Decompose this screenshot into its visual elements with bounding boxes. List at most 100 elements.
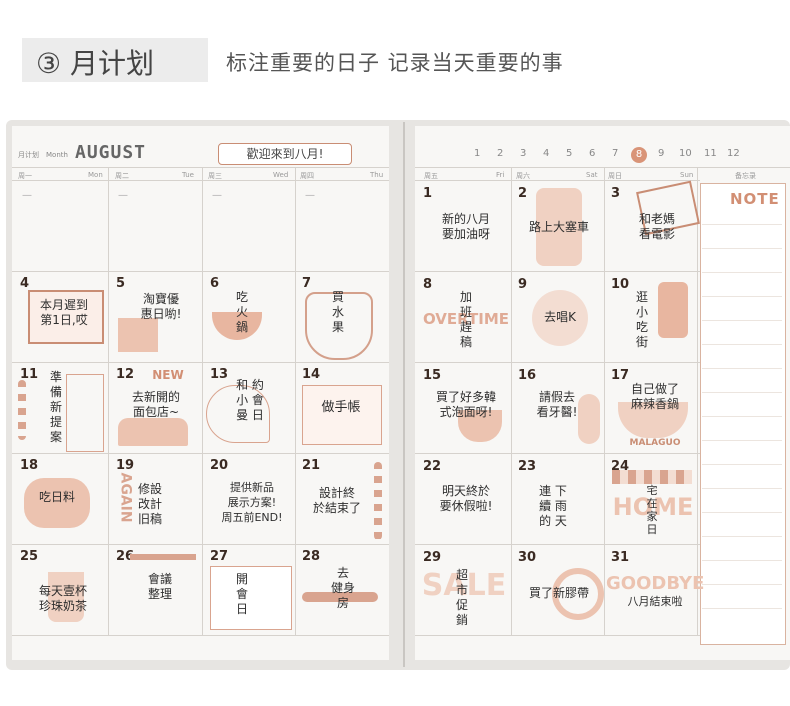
- note-line: [702, 488, 782, 489]
- weekday-sun-en: Sun: [680, 171, 694, 179]
- day-number: 25: [20, 549, 39, 564]
- stripe-deco: [130, 554, 196, 560]
- note-line: [702, 440, 782, 441]
- day-note: 設計終 於結束了: [312, 486, 361, 515]
- month-9[interactable]: 9: [658, 148, 665, 159]
- note-line: [702, 536, 782, 537]
- day-number: 14: [302, 367, 321, 382]
- day-note: 每天壹杯 珍珠奶茶: [38, 584, 87, 613]
- grid-line: [12, 271, 389, 272]
- grid-line: [415, 635, 700, 636]
- grid-line: [12, 544, 389, 545]
- day-note: 做手帳: [321, 400, 361, 415]
- spine: [403, 122, 405, 667]
- month-3[interactable]: 3: [520, 148, 527, 159]
- note-line: [702, 296, 782, 297]
- day-number: 6: [210, 276, 220, 291]
- weekday-fri-en: Fri: [496, 171, 505, 179]
- weekday-sun: 周日: [608, 172, 622, 180]
- day-note: 提供新品 展示方案! 周五前END!: [221, 481, 283, 524]
- empty-dash: —: [212, 190, 222, 201]
- header-band: [22, 38, 208, 82]
- grid-line: [202, 167, 203, 635]
- grid-line: [108, 167, 109, 635]
- weekday-fri: 周五: [424, 172, 438, 180]
- awning-deco: [612, 470, 692, 484]
- day-number: 4: [20, 276, 30, 291]
- month-2[interactable]: 2: [497, 148, 504, 159]
- day-note: 去新開的 面包店~: [131, 390, 180, 419]
- open-book-deco: [302, 385, 382, 445]
- month-12[interactable]: 12: [727, 148, 740, 159]
- disco-ball-deco: [532, 290, 588, 346]
- grid-line: [415, 271, 700, 272]
- day-number: 5: [116, 276, 126, 291]
- month-4[interactable]: 4: [543, 148, 550, 159]
- grid-line: [12, 362, 389, 363]
- milk-tea-deco: [48, 572, 84, 622]
- day-number: 21: [302, 458, 321, 473]
- day-note: 超 市 促 銷: [455, 568, 468, 627]
- month-1[interactable]: 1: [474, 148, 481, 159]
- weekday-sat-en: Sat: [586, 171, 598, 179]
- day-number: 31: [611, 550, 630, 565]
- day-number: 27: [210, 549, 229, 564]
- bread-deco: [118, 418, 188, 446]
- day-note: 會議 整理: [147, 572, 172, 601]
- day-number: 16: [518, 368, 537, 383]
- month-10[interactable]: 10: [679, 148, 692, 159]
- weekday-wed: 周三: [208, 172, 222, 180]
- month-11[interactable]: 11: [704, 148, 717, 159]
- weekday-sat: 周六: [516, 172, 530, 180]
- grid-line: [415, 453, 700, 454]
- day-number: 17: [611, 368, 630, 383]
- day-note: 路上大塞車: [528, 220, 589, 234]
- ring-binder-deco: [18, 380, 26, 440]
- heart-deco: [206, 385, 270, 443]
- grid-line: [604, 167, 605, 635]
- month-5[interactable]: 5: [566, 148, 573, 159]
- grid-line: [12, 635, 389, 636]
- day-note: 新的八月 要加油呀: [441, 212, 490, 241]
- note-line: [702, 248, 782, 249]
- month-plan-label: 月计划: [18, 151, 39, 159]
- day-number: 11: [20, 367, 39, 382]
- day-note: 吃 火 鍋: [235, 290, 248, 334]
- note-line: [702, 320, 782, 321]
- day-number: 26: [116, 549, 135, 564]
- grid-line: [12, 180, 389, 181]
- snack-deco: [658, 282, 688, 338]
- day-number: 13: [210, 367, 229, 382]
- day-number: 23: [518, 459, 537, 474]
- month-8-selected[interactable]: 8: [631, 147, 647, 163]
- day-number: 8: [423, 277, 433, 292]
- noodle-bowl-deco: [458, 410, 502, 442]
- day-note: 去 健身 房: [330, 566, 355, 610]
- malaguo-deco-text: MALAGUO: [629, 438, 681, 448]
- note-line: [702, 272, 782, 273]
- day-number: 18: [20, 458, 39, 473]
- notebook-deco: [66, 374, 104, 452]
- grid-line: [511, 167, 512, 635]
- month-6[interactable]: 6: [589, 148, 596, 159]
- traffic-light-deco: [536, 188, 582, 266]
- calendar-deco: [210, 566, 292, 630]
- grid-line: [295, 167, 296, 635]
- coupon-deco: [118, 318, 158, 352]
- sushi-deco: [24, 478, 90, 528]
- month-7[interactable]: 7: [612, 148, 619, 159]
- grid-line: [415, 180, 700, 181]
- note-line: [702, 224, 782, 225]
- grid-line: [12, 167, 389, 168]
- note-line: [702, 584, 782, 585]
- section-subtitle: 标注重要的日子 记录当天重要的事: [226, 51, 564, 75]
- day-note: 吃日料: [38, 490, 75, 504]
- day-note: 買 水 果: [331, 290, 344, 334]
- dumbbell-deco: [302, 592, 378, 602]
- memo-label: 备忘录: [735, 172, 756, 180]
- tooth-deco: [578, 394, 600, 444]
- tape-roll-deco: [552, 568, 604, 620]
- day-number: 3: [611, 186, 621, 201]
- month-plan-label-en: Month: [46, 151, 68, 159]
- memo-column[interactable]: [700, 183, 786, 645]
